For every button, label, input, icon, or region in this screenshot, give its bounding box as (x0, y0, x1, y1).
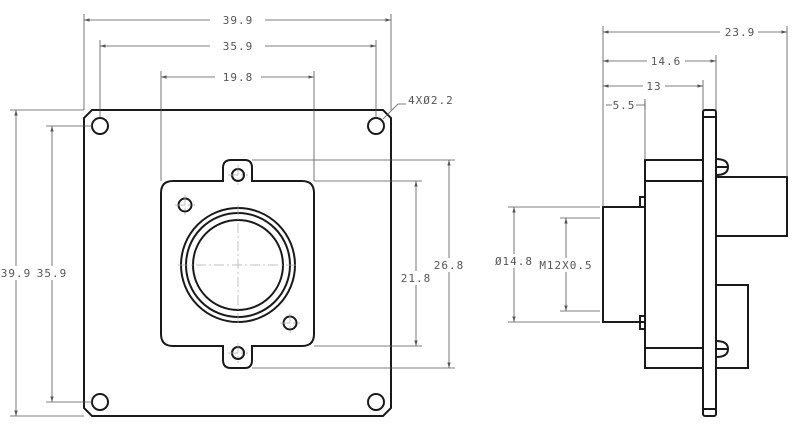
rear-connector (715, 176, 788, 237)
lens-tab (639, 315, 646, 330)
dim-line-lens-length (606, 101, 646, 109)
screw-head (715, 158, 730, 176)
center-lines (175, 165, 300, 363)
hole-callout-leader (382, 103, 406, 120)
dim-lens-length: 5.5 (613, 99, 636, 112)
dim-hole-spacing-height: 35.9 (37, 267, 68, 280)
dim-flange-height: 21.8 (401, 272, 432, 285)
dim-plate-front: 13 (646, 80, 661, 93)
extension-lines (508, 26, 788, 323)
mounting-hole (367, 117, 385, 135)
lens-flange (160, 159, 315, 369)
dim-lens-diameter: Ø14.8 (495, 255, 533, 268)
lens-tab (639, 196, 646, 208)
mounting-hole (367, 393, 385, 411)
front-view: 39.9 35.9 19.8 39.9 35.9 21.8 26.8 4XØ2.… (1, 13, 465, 417)
rear-box (715, 284, 749, 369)
dim-overall-width: 39.9 (223, 14, 254, 27)
dim-total-depth: 23.9 (725, 26, 756, 39)
side-view: 23.9 14.6 13 5.5 Ø14.8 M12X0.5 (494, 25, 788, 417)
dim-overall-height: 39.9 (1, 267, 32, 280)
dim-ear-height: 26.8 (434, 259, 465, 272)
flange-body-lines (645, 180, 703, 349)
dim-plate-back: 14.6 (651, 55, 682, 68)
hole-callout: 4XØ2.2 (408, 94, 454, 107)
mounting-plate (83, 109, 392, 417)
dim-flange-width: 19.8 (223, 71, 254, 84)
plate-edge (702, 109, 717, 417)
dim-thread: M12X0.5 (539, 259, 592, 272)
extension-lines (10, 14, 455, 417)
plate-edge-ends (703, 116, 716, 410)
lens-tube (602, 206, 646, 323)
mounting-hole (91, 117, 109, 135)
screw-head (715, 340, 730, 358)
dim-hole-spacing-width: 35.9 (223, 40, 254, 53)
flange-body (644, 159, 704, 369)
mounting-hole (91, 393, 109, 411)
